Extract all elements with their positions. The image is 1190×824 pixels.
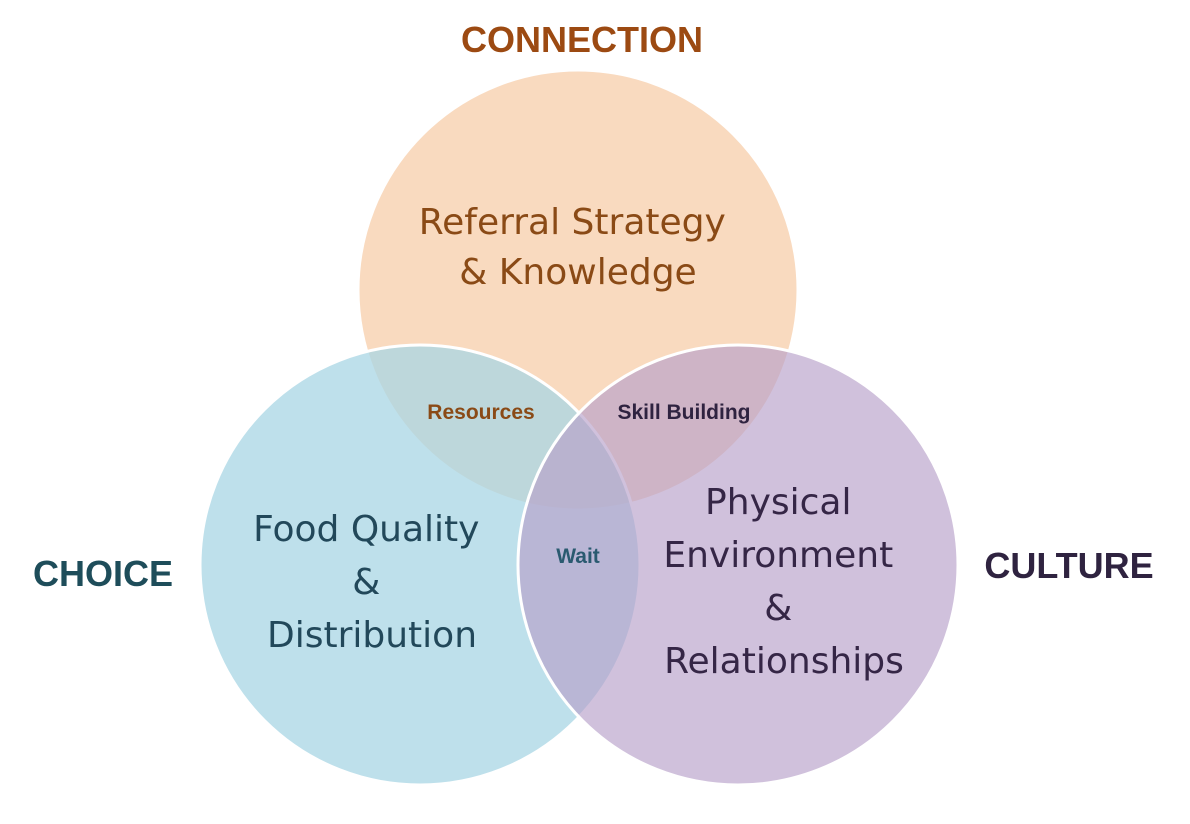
circle-label-connection-line-2: & Knowledge: [459, 252, 696, 293]
circle-label-culture-line-4: Relationships: [664, 641, 904, 682]
circle-label-connection: Referral Strategy & Knowledge: [419, 202, 738, 293]
circle-label-culture-line-2: Environment: [663, 535, 893, 576]
outer-label-choice: CHOICE: [33, 553, 173, 594]
circle-label-choice-line-1: Food Quality: [253, 509, 479, 550]
circle-label-culture: Physical Environment & Relationships: [663, 482, 904, 682]
circle-label-choice-line-3: Distribution: [267, 615, 477, 656]
outer-label-culture: CULTURE: [984, 545, 1153, 586]
circle-label-connection-line-1: Referral Strategy: [419, 202, 726, 243]
circle-label-choice-line-2: &: [352, 562, 380, 603]
overlap-label-resources: Resources: [427, 401, 534, 424]
overlap-label-skill-building: Skill Building: [617, 401, 750, 424]
circle-label-culture-line-1: Physical: [705, 482, 851, 523]
circle-label-culture-line-3: &: [764, 588, 792, 629]
circle-label-choice: Food Quality & Distribution: [253, 509, 491, 656]
circle-culture: [516, 343, 960, 787]
outer-label-connection: CONNECTION: [461, 19, 703, 60]
overlap-label-wait: Wait: [556, 545, 600, 568]
